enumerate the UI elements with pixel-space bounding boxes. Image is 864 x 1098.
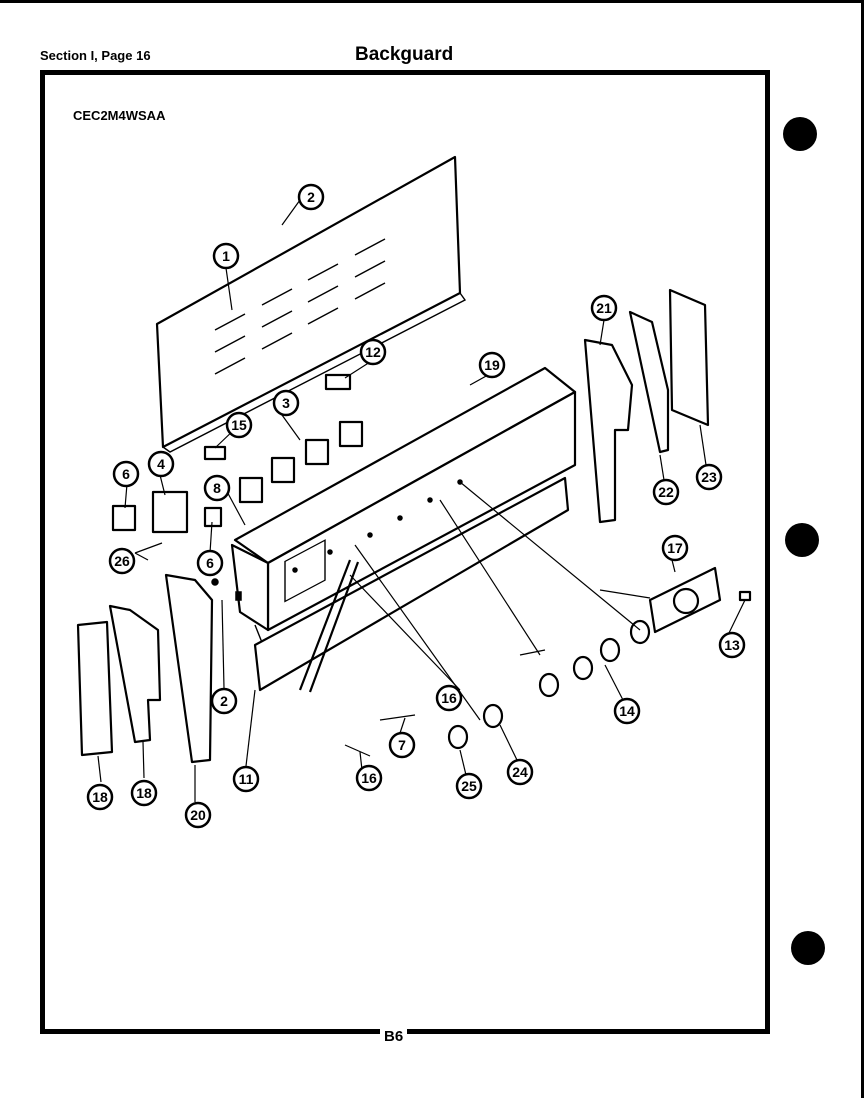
callout-10: 19 xyxy=(478,351,506,379)
brackets-and-screws xyxy=(111,373,546,757)
callout-13: 13 xyxy=(718,631,746,659)
callout-7: 7 xyxy=(388,731,416,759)
callout-6: 6 xyxy=(112,460,140,488)
callout-23: 23 xyxy=(695,463,723,491)
svg-text:1: 1 xyxy=(222,248,230,264)
svg-text:11: 11 xyxy=(239,771,254,787)
svg-text:18: 18 xyxy=(136,785,152,801)
svg-text:2: 2 xyxy=(307,189,315,205)
svg-text:16: 16 xyxy=(361,770,377,786)
switch-assembly xyxy=(238,420,364,504)
callout-6: 6 xyxy=(196,549,224,577)
model-number: CEC2M4WSAA xyxy=(73,108,166,123)
svg-text:21: 21 xyxy=(596,300,612,316)
svg-text:24: 24 xyxy=(512,764,528,780)
callout-11: 11 xyxy=(232,765,260,793)
svg-text:7: 7 xyxy=(398,737,406,753)
callout-2: 2 xyxy=(297,183,325,211)
page-title: Backguard xyxy=(355,44,454,65)
binder-hole-icon xyxy=(785,523,819,557)
control-knobs xyxy=(447,619,651,750)
svg-text:20: 20 xyxy=(190,807,206,823)
binder-hole-icon xyxy=(783,117,817,151)
svg-text:23: 23 xyxy=(701,469,717,485)
leader-lines xyxy=(97,199,746,802)
callout-4: 4 xyxy=(147,450,175,478)
clock-timer xyxy=(648,566,752,634)
svg-text:15: 15 xyxy=(231,417,247,433)
callout-15: 15 xyxy=(225,411,253,439)
svg-text:6: 6 xyxy=(206,555,214,571)
callout-2: 2 xyxy=(210,687,238,715)
section-page-label: Section I, Page 16 xyxy=(40,48,151,63)
callout-8-text: 8 xyxy=(213,480,221,496)
callout-17: 17 xyxy=(661,534,689,562)
left-end-caps xyxy=(76,573,214,764)
page-code: B6 xyxy=(380,1028,408,1045)
backguard-panel xyxy=(155,155,467,453)
svg-text:12: 12 xyxy=(365,344,381,360)
callout-20: 20 xyxy=(184,801,212,829)
svg-text:18: 18 xyxy=(92,789,108,805)
callout-8: 8 xyxy=(203,474,231,502)
svg-text:6: 6 xyxy=(122,466,130,482)
callout-16: 16 xyxy=(435,684,463,712)
callout-12: 12 xyxy=(359,338,387,366)
callout-18: 18 xyxy=(86,783,114,811)
binder-hole-icon xyxy=(791,931,825,965)
callout-21: 21 xyxy=(590,294,618,322)
svg-text:16: 16 xyxy=(441,690,457,706)
callout-16: 16 xyxy=(355,764,383,792)
callout-3: 3 xyxy=(272,389,300,417)
callout-1: 1 xyxy=(212,242,240,270)
callout-14: 14 xyxy=(613,697,641,725)
svg-text:2: 2 xyxy=(220,693,228,709)
svg-text:25: 25 xyxy=(461,778,477,794)
svg-text:4: 4 xyxy=(157,456,165,472)
svg-text:22: 22 xyxy=(658,484,674,500)
svg-text:19: 19 xyxy=(484,357,500,373)
svg-text:14: 14 xyxy=(619,703,635,719)
svg-text:3: 3 xyxy=(282,395,290,411)
callout-25: 25 xyxy=(455,772,483,800)
svg-text:13: 13 xyxy=(724,637,740,653)
right-end-caps xyxy=(583,288,710,524)
console-shell xyxy=(230,366,577,693)
svg-text:17: 17 xyxy=(667,540,683,556)
callout-18: 18 xyxy=(130,779,158,807)
svg-text:26: 26 xyxy=(114,553,130,569)
callout-22: 22 xyxy=(652,478,680,506)
callout-5: 26 xyxy=(108,547,136,575)
callout-24: 24 xyxy=(506,758,534,786)
